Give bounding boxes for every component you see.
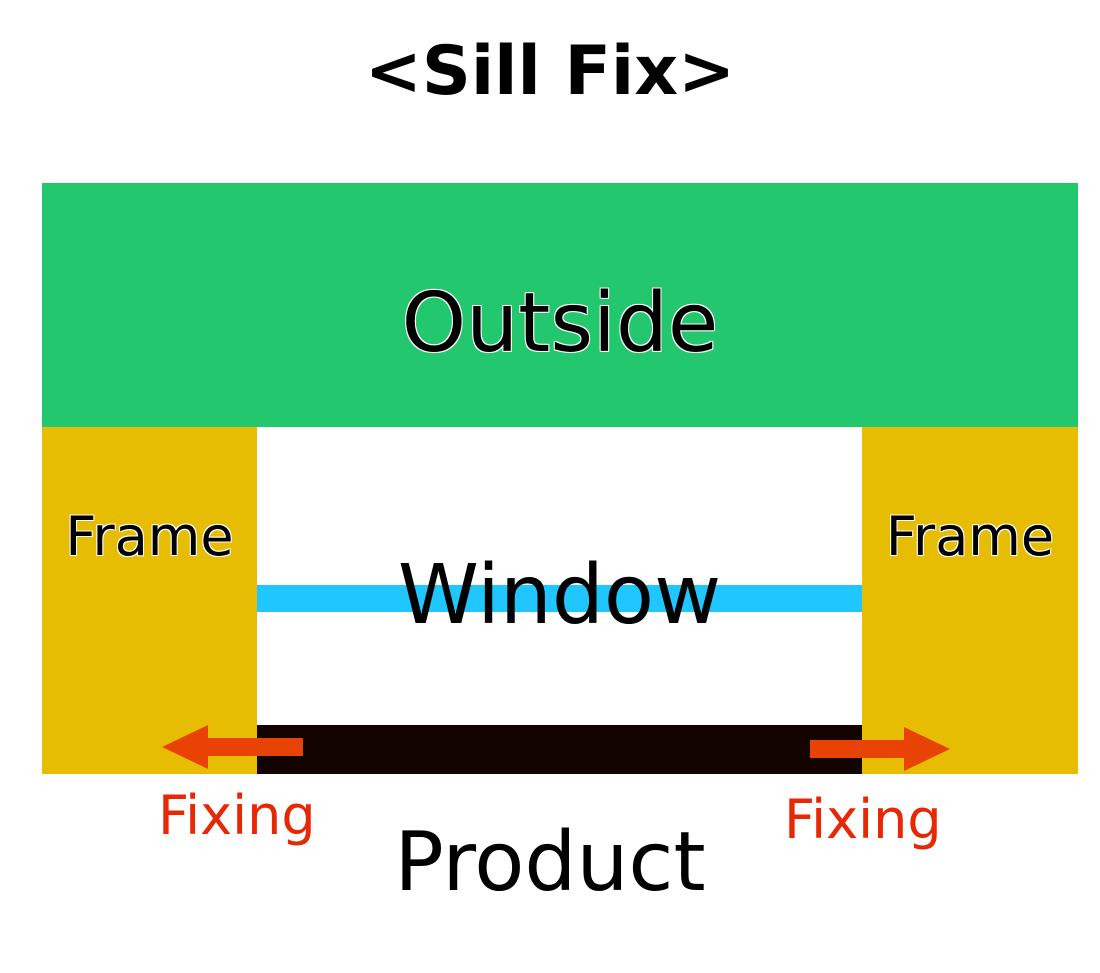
window-region <box>257 427 862 725</box>
frame-right-region <box>862 427 1078 774</box>
fixing-left-label: Fixing <box>158 784 316 847</box>
outside-region <box>42 183 1078 427</box>
frame-left-region <box>42 427 257 774</box>
fixing-right-label: Fixing <box>784 788 942 851</box>
diagram-title: <Sill Fix> <box>364 32 736 111</box>
window-label: Window <box>397 548 722 643</box>
product-label: Product <box>394 815 706 910</box>
window-glass-bar <box>257 585 862 612</box>
sill-product-bar <box>257 725 862 774</box>
frame-left-label: Frame <box>65 505 234 568</box>
outside-label: Outside <box>401 276 719 371</box>
frame-right-label: Frame <box>885 505 1055 568</box>
